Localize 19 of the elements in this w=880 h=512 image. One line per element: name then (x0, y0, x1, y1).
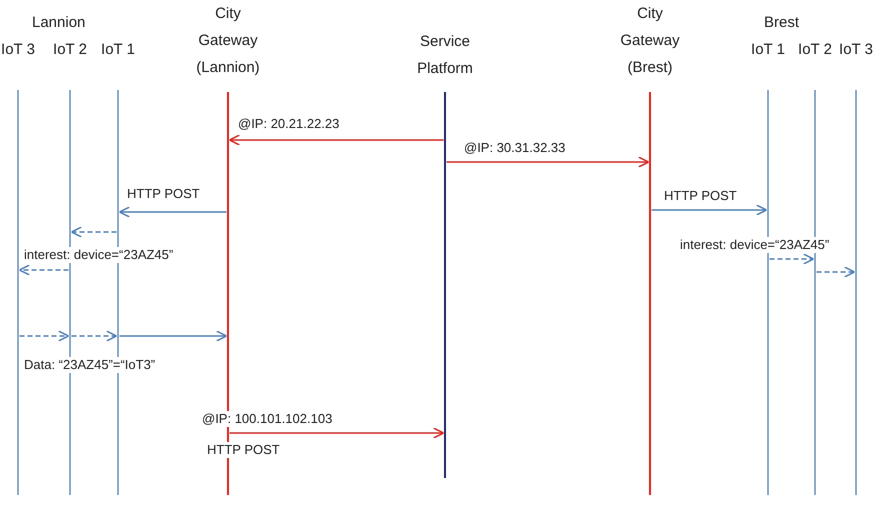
message-arrow (652, 204, 768, 216)
message-arrow (228, 134, 444, 146)
message-arrow (72, 330, 118, 342)
message-arrow (20, 330, 70, 342)
message-arrow (18, 264, 68, 276)
message-arrow (118, 206, 226, 218)
message-arrow (770, 253, 814, 265)
message-label: interest: device=“23AZ45” (678, 237, 832, 253)
message-arrow (230, 427, 444, 439)
message-arrow (120, 330, 228, 342)
edge-label: @IP: 100.101.102.103 (200, 411, 334, 427)
message-label: HTTP POST (205, 442, 282, 458)
message-label: interest: device=“23AZ45” (22, 247, 176, 263)
edge-label: @IP: 30.31.32.33 (462, 140, 568, 156)
message-arrow (70, 226, 116, 238)
message-label: Data: “23AZ45”=“IoT3” (22, 357, 158, 373)
edge-label: @IP: 20.21.22.23 (236, 116, 342, 132)
message-arrow (446, 156, 650, 168)
message-arrow (816, 266, 856, 278)
